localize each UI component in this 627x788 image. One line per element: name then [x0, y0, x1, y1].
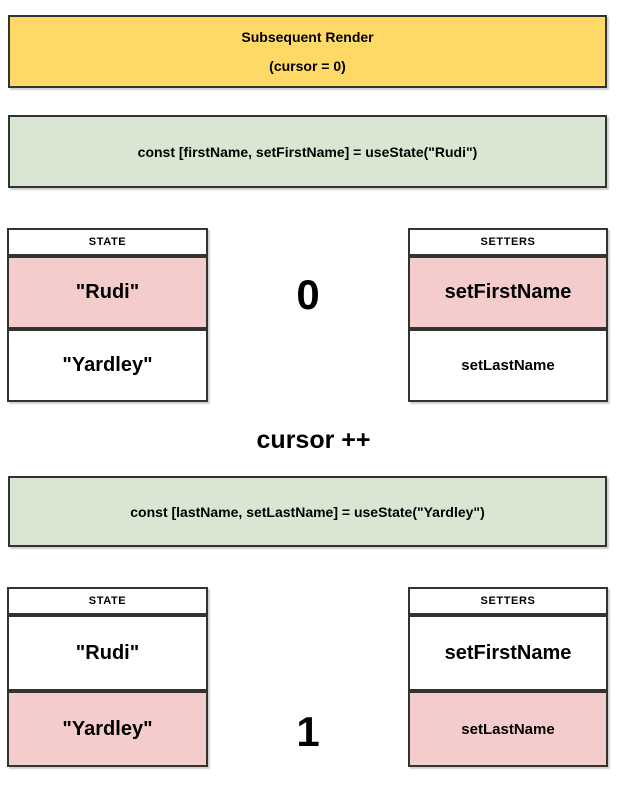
setters-header-label: SETTERS: [480, 236, 536, 248]
setter-value-setfirstname: setFirstName: [444, 641, 572, 664]
cursor-increment-label: cursor ++: [256, 425, 371, 454]
state-value-rudi: "Rudi": [75, 641, 140, 664]
state-table-header: STATE: [7, 228, 208, 256]
state-header-label: STATE: [88, 236, 127, 248]
cursor-pointer-1: 1: [296, 708, 320, 755]
code-text-lastname: const [lastName, setLastName] = useState…: [130, 503, 485, 520]
state-value-rudi: "Rudi": [75, 281, 140, 303]
setter-value-setlastname: setLastName: [461, 720, 555, 738]
state-table-header: STATE: [7, 587, 208, 615]
setters-table-header: SETTERS: [408, 587, 608, 615]
setters-row-setfirstname-highlighted: setFirstName: [408, 256, 608, 329]
state-table-render0: STATE "Rudi" "Yardley": [7, 228, 208, 402]
state-table-render1: STATE "Rudi" "Yardley": [7, 587, 208, 767]
setter-value-setfirstname: setFirstName: [444, 281, 572, 303]
setters-row-setlastname: setLastName: [408, 329, 608, 402]
state-value-yardley: "Yardley": [62, 354, 153, 376]
setters-table-render1: SETTERS setFirstName setLastName: [408, 587, 608, 767]
setters-table-header: SETTERS: [408, 228, 608, 256]
state-row-yardley-highlighted: "Yardley": [7, 691, 208, 767]
render-title: Subsequent Render: [241, 29, 374, 45]
setters-header-label: SETTERS: [480, 595, 536, 607]
code-text-firstname: const [firstName, setFirstName] = useSta…: [137, 143, 478, 160]
setters-table-render0: SETTERS setFirstName setLastName: [408, 228, 608, 402]
setters-row-setfirstname: setFirstName: [408, 615, 608, 691]
setters-row-setlastname-highlighted: setLastName: [408, 691, 608, 767]
cursor-value-label: (cursor = 0): [269, 58, 346, 74]
setter-value-setlastname: setLastName: [461, 357, 555, 374]
code-box-lastname: const [lastName, setLastName] = useState…: [8, 476, 607, 547]
state-header-label: STATE: [88, 595, 127, 607]
code-box-firstname: const [firstName, setFirstName] = useSta…: [8, 115, 607, 188]
state-value-yardley: "Yardley": [62, 717, 153, 740]
state-row-rudi: "Rudi": [7, 615, 208, 691]
cursor-pointer-0: 0: [296, 271, 320, 318]
subsequent-render-box: Subsequent Render (cursor = 0): [8, 15, 607, 88]
state-row-yardley: "Yardley": [7, 329, 208, 402]
state-row-rudi-highlighted: "Rudi": [7, 256, 208, 329]
